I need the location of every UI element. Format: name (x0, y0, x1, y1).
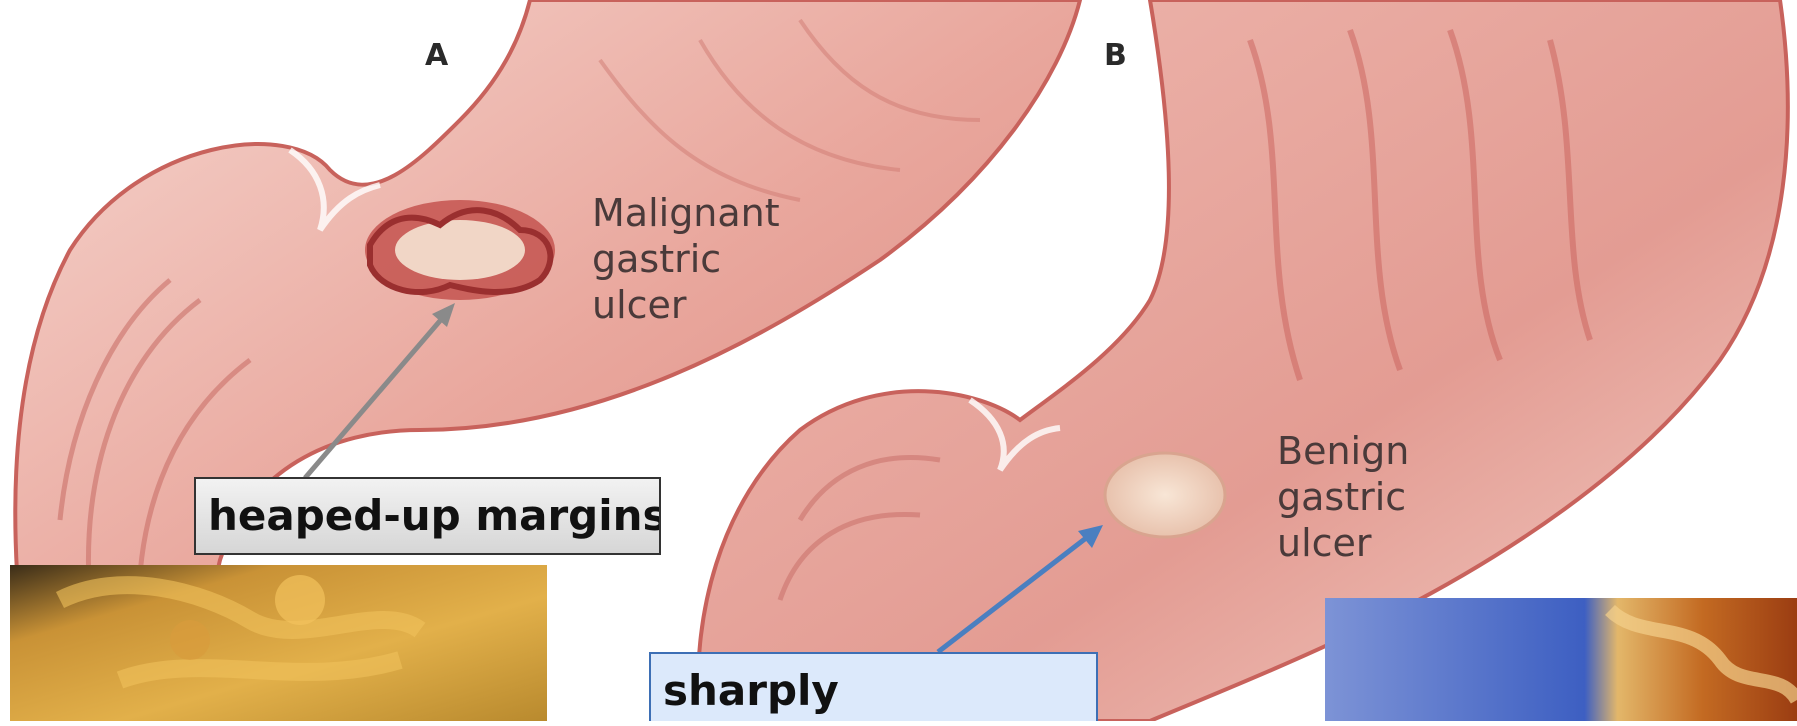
heaped-up-margins-callout: heaped-up margins (194, 477, 661, 555)
label-line: gastric (592, 236, 780, 282)
malignant-ulcer (365, 200, 555, 300)
sharply-callout: sharply (649, 652, 1098, 721)
gross-photo-malignant (10, 565, 547, 721)
label-line: Malignant (592, 190, 780, 236)
label-line: ulcer (1277, 520, 1409, 566)
benign-ulcer (1105, 453, 1225, 537)
label-line: ulcer (592, 282, 780, 328)
panel-b-letter: B (1104, 38, 1127, 73)
label-line: Benign (1277, 428, 1409, 474)
panel-a-letter: A (425, 38, 448, 73)
malignant-ulcer-label: Malignant gastric ulcer (592, 190, 780, 328)
benign-ulcer-label: Benign gastric ulcer (1277, 428, 1409, 566)
gross-photo-benign (1325, 598, 1797, 721)
label-line: gastric (1277, 474, 1409, 520)
